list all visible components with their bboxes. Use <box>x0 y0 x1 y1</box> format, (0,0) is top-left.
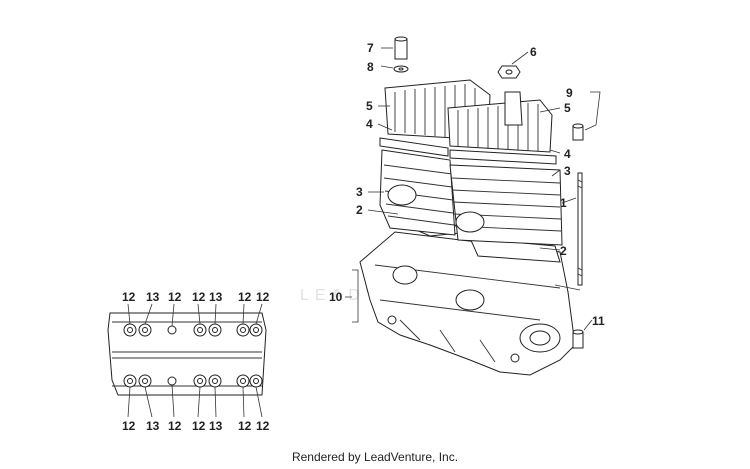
crankcase-bottom-view[interactable] <box>107 303 267 418</box>
callout-6: 6 <box>530 45 537 59</box>
bottom-callout-top-7: 12 <box>256 290 270 304</box>
bottom-view-top-labels: 12 13 12 12 13 12 12 <box>122 290 270 304</box>
bottom-callout-bottom-6: 12 <box>238 419 252 433</box>
washer-part[interactable] <box>393 65 409 73</box>
bottom-callout-top-1: 12 <box>122 290 136 304</box>
bottom-callout-top-4: 12 <box>192 290 206 304</box>
callout-4-left: 4 <box>366 117 373 131</box>
dowel-pin-part[interactable] <box>572 123 584 141</box>
bottom-view-bottom-labels: 12 13 12 12 13 12 12 <box>122 419 270 433</box>
stud-part[interactable] <box>577 172 583 286</box>
bottom-callout-top-3: 12 <box>168 290 182 304</box>
callout-5-left: 5 <box>366 99 373 113</box>
callout-3-right: 3 <box>564 164 571 178</box>
callout-11: 11 <box>592 314 605 328</box>
callout-4-right: 4 <box>564 147 571 161</box>
bottom-callout-bottom-1: 12 <box>122 419 136 433</box>
cylinder-head-part[interactable] <box>384 79 553 153</box>
callout-9: 9 <box>566 86 573 100</box>
callout-7: 7 <box>367 41 374 55</box>
bottom-callout-top-2: 13 <box>146 290 160 304</box>
bottom-callout-bottom-4: 12 <box>192 419 206 433</box>
head-gasket-part[interactable] <box>379 137 557 165</box>
leader-lines <box>345 47 601 331</box>
watermark-text: LEADV <box>300 287 382 304</box>
callout-labels: 7 8 6 5 4 9 5 4 3 3 2 1 2 10 11 <box>329 41 605 328</box>
lower-dowel-pin-part[interactable] <box>572 329 584 349</box>
bottom-callout-top-5: 13 <box>209 290 223 304</box>
bottom-callout-bottom-5: 13 <box>209 419 223 433</box>
nut-part[interactable] <box>497 65 521 79</box>
callout-1: 1 <box>560 196 567 210</box>
callout-3-left: 3 <box>356 185 363 199</box>
callout-2-left: 2 <box>356 203 363 217</box>
callout-5-right: 5 <box>564 101 571 115</box>
bottom-callout-bottom-2: 13 <box>146 419 160 433</box>
bottom-callout-top-6: 12 <box>238 290 252 304</box>
callout-10: 10 <box>329 290 343 304</box>
spacer-part[interactable] <box>394 36 408 60</box>
callout-2-right: 2 <box>560 244 567 258</box>
rendered-by-footer: Rendered by LeadVenture, Inc. <box>291 450 459 464</box>
callout-8: 8 <box>367 60 374 74</box>
crankcase-part[interactable] <box>359 231 576 376</box>
cylinder-part[interactable] <box>379 149 563 246</box>
bottom-callout-bottom-3: 12 <box>168 419 182 433</box>
bottom-callout-bottom-7: 12 <box>256 419 270 433</box>
